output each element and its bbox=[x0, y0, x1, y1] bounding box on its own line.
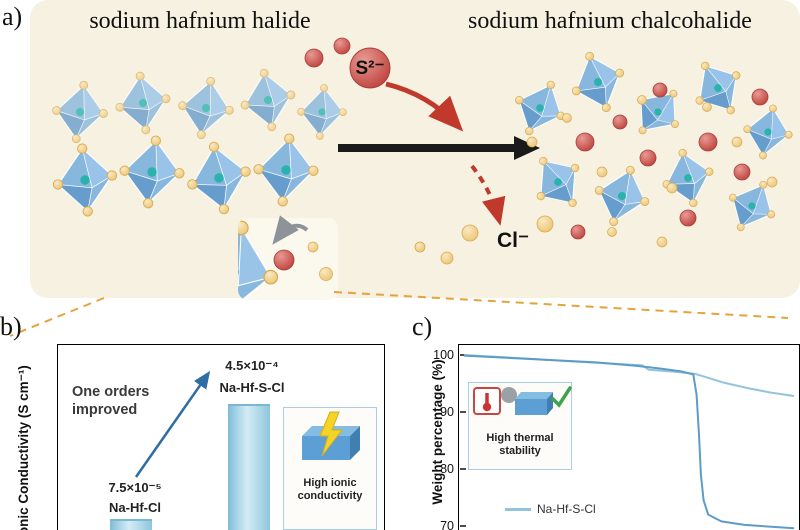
interstitial-sodium-spheres bbox=[526, 95, 778, 248]
bar1-value-label: 7.5×10⁻⁵ bbox=[108, 480, 162, 495]
bar2-value-label: 4.5×10⁻⁴ bbox=[225, 358, 279, 373]
legend-series-label: Na-Hf-S-Cl bbox=[537, 502, 596, 516]
chloride-spheres bbox=[414, 215, 554, 265]
checkmark-icon bbox=[551, 386, 572, 408]
panel-b-inset-caption: High ionic conductivity bbox=[297, 477, 363, 503]
panel-c-inset-caption: High thermal stability bbox=[486, 432, 554, 458]
ytick-80: 80 bbox=[440, 462, 454, 476]
bar1-category-label: Na-Hf-Cl bbox=[109, 500, 161, 515]
bar-na-hf-s-cl bbox=[228, 404, 270, 530]
panel-b-label: b) bbox=[0, 312, 22, 341]
bar-na-hf-cl bbox=[110, 519, 152, 530]
bar2-category-label: Na-Hf-S-Cl bbox=[219, 380, 285, 395]
halide-octahedra-cluster bbox=[47, 64, 350, 220]
improvement-arrow bbox=[134, 370, 211, 478]
chloride-ion-label: Cl⁻ bbox=[496, 229, 530, 252]
chloride-release-arrow bbox=[470, 164, 506, 226]
legend-line-swatch bbox=[505, 507, 531, 511]
panel-c-inset: High thermal stability bbox=[468, 382, 572, 470]
panel-b-y-axis-label: Ionic Conductivity (S cm⁻¹) bbox=[16, 365, 31, 530]
panel-c-label: c) bbox=[412, 312, 433, 341]
ionic-conductivity-box-icon bbox=[302, 411, 360, 460]
sulfide-ions bbox=[304, 37, 391, 89]
panel-b-inset: High ionic conductivity bbox=[283, 407, 377, 530]
electrolyte-box-icon bbox=[515, 399, 547, 415]
panel-c-y-axis-label: Weight percentage (%) bbox=[430, 359, 445, 505]
panel-a-label: a) bbox=[2, 2, 23, 31]
panel-b-annotation: One orders improved bbox=[72, 384, 150, 419]
panel-a-left-title: sodium hafnium halide bbox=[89, 8, 311, 34]
thermal-stability-icons bbox=[473, 386, 572, 415]
substitution-arrow bbox=[272, 215, 309, 245]
chalcohalide-octahedra-cluster bbox=[503, 43, 799, 248]
panel-a-schematic bbox=[9, 37, 799, 337]
magnification-guides bbox=[9, 291, 789, 337]
substitution-inset bbox=[238, 215, 338, 300]
ytick-90: 90 bbox=[440, 405, 454, 419]
ytick-100: 100 bbox=[433, 348, 454, 362]
ytick-70: 70 bbox=[440, 519, 454, 530]
sulfide-ion-label: S²⁻ bbox=[355, 58, 385, 79]
interstitial-sulfide-spheres bbox=[570, 82, 769, 240]
sphere-icon bbox=[501, 387, 517, 403]
panel-c-legend: Na-Hf-S-Cl bbox=[505, 502, 596, 516]
lightning-icon bbox=[319, 411, 344, 457]
panel-a-right-title: sodium hafnium chalcohalide bbox=[468, 8, 752, 34]
transformation-arrow bbox=[338, 136, 540, 160]
sulfide-insertion-arrow bbox=[385, 81, 464, 132]
tga-curves bbox=[460, 354, 795, 530]
panel-b-plot-frame bbox=[57, 344, 385, 530]
